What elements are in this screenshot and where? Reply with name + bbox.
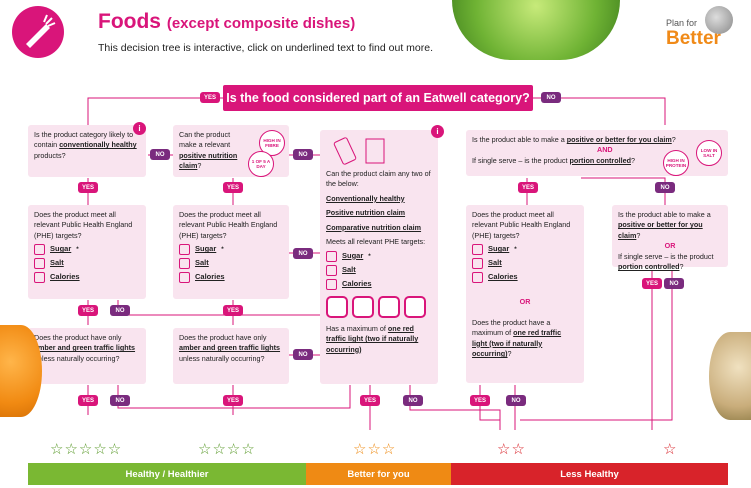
col2-phe-question: Does the product meet all relevant Publi… <box>173 205 289 299</box>
col1-traffic-question: Does the product have only amber and gre… <box>28 328 146 384</box>
portion-controlled-link[interactable]: portion controlled <box>618 262 680 272</box>
col4-claim-question: Is the product able to make a positive o… <box>466 130 728 176</box>
col4-phe-panel: Does the product meet all relevant Publi… <box>466 205 584 383</box>
no-label: NO <box>110 305 130 316</box>
snack-bar-icon <box>326 135 432 169</box>
traffic-light-icon <box>326 295 432 318</box>
no-label: NO <box>293 349 313 360</box>
calories-icon <box>472 272 483 284</box>
portion-controlled-link[interactable]: portion controlled <box>569 155 631 165</box>
yes-label: YES <box>78 305 98 316</box>
positive-better-link[interactable]: positive or better for you claim <box>618 220 703 240</box>
eatwell-question[interactable]: Is the food considered part of an Eatwel… <box>223 85 533 111</box>
page-subtitle: This decision tree is interactive, click… <box>98 42 433 54</box>
conventionally-healthy-link[interactable]: conventionally healthy <box>59 140 137 150</box>
sugar-link[interactable]: Sugar <box>195 244 217 254</box>
positive-nutrition-link[interactable]: positive nutrition claim <box>179 150 238 171</box>
salt-icon <box>326 264 337 276</box>
three-star-rating: ☆☆☆ <box>353 441 397 458</box>
one-star-rating: ☆ <box>663 441 678 458</box>
no-label: NO <box>150 149 170 160</box>
calories-icon <box>34 272 45 284</box>
yes-label: YES <box>78 182 98 193</box>
yes-label: YES <box>223 305 243 316</box>
high-protein-badge: HIGH IN PROTEIN <box>663 150 689 176</box>
salt-icon <box>472 258 483 270</box>
carrot-icon <box>12 6 64 58</box>
globe-icon <box>705 6 733 34</box>
five-a-day-badge: 1 OF 5 A DAY <box>248 151 274 177</box>
col5-claim-question: Is the product able to make a positive o… <box>612 205 728 271</box>
sugar-icon <box>179 244 190 256</box>
sugar-icon <box>472 244 483 256</box>
yes-label: YES <box>360 395 380 406</box>
lettuce-image <box>452 0 620 60</box>
calories-icon <box>326 278 337 290</box>
positive-better-link[interactable]: positive or better for you claim <box>566 135 672 144</box>
col3-two-claims-panel: Can the product claim any two of the bel… <box>320 130 438 384</box>
five-star-rating: ☆☆☆☆☆ <box>50 441 123 458</box>
col2-traffic-question: Does the product have only amber and gre… <box>173 328 289 384</box>
claim-conventionally-healthy[interactable]: Conventionally healthy <box>326 193 405 203</box>
info-icon[interactable]: i <box>431 125 444 138</box>
amber-green-link[interactable]: amber and green traffic lights <box>179 343 281 353</box>
page-title: Foods (except composite dishes) <box>98 10 356 33</box>
band-better-for-you: Better for you <box>306 463 451 485</box>
sugar-link[interactable]: Sugar <box>488 244 510 254</box>
no-label: NO <box>403 395 423 406</box>
sugar-icon <box>326 250 337 262</box>
salt-link[interactable]: Salt <box>342 264 356 274</box>
orange-image <box>0 325 42 417</box>
yes-label: YES <box>518 182 538 193</box>
salt-icon <box>34 258 45 270</box>
calories-link[interactable]: Calories <box>488 272 518 282</box>
no-label: NO <box>541 92 561 103</box>
salt-link[interactable]: Salt <box>50 258 64 268</box>
claim-positive-nutrition[interactable]: Positive nutrition claim <box>326 208 406 218</box>
calories-link[interactable]: Calories <box>342 278 372 288</box>
band-less-healthy: Less Healthy <box>451 463 728 485</box>
salt-link[interactable]: Salt <box>488 258 502 268</box>
calories-link[interactable]: Calories <box>195 272 225 282</box>
no-label: NO <box>293 149 313 160</box>
yes-label: YES <box>78 395 98 406</box>
yes-label: YES <box>470 395 490 406</box>
calories-icon <box>179 272 190 284</box>
one-red-light-link[interactable]: one red traffic light (two if naturally … <box>472 328 562 359</box>
pistachio-image <box>709 332 751 420</box>
col1-phe-question: Does the product meet all relevant Publi… <box>28 205 146 299</box>
sugar-link[interactable]: Sugar <box>50 244 72 254</box>
salt-icon <box>179 258 190 270</box>
info-icon[interactable]: i <box>133 122 146 135</box>
no-label: NO <box>293 248 313 259</box>
one-red-light-link[interactable]: one red traffic light (two if naturally … <box>326 323 419 354</box>
no-label: NO <box>655 182 675 193</box>
low-salt-badge: LOW IN SALT <box>696 140 722 166</box>
band-healthy: Healthy / Healthier <box>28 463 306 485</box>
calories-link[interactable]: Calories <box>50 272 80 282</box>
salt-link[interactable]: Salt <box>195 258 209 268</box>
four-star-rating: ☆☆☆☆ <box>198 441 256 458</box>
yes-label: YES <box>200 92 220 103</box>
col1-category-question: Is the product category likely to contai… <box>28 125 146 177</box>
yes-label: YES <box>223 182 243 193</box>
two-star-rating: ☆☆ <box>497 441 526 458</box>
amber-green-link[interactable]: amber and green traffic lights <box>34 343 136 353</box>
no-label: NO <box>110 395 130 406</box>
sugar-icon <box>34 244 45 256</box>
yes-label: YES <box>642 278 662 289</box>
no-label: NO <box>506 395 526 406</box>
claim-comparative-nutrition[interactable]: Comparative nutrition claim <box>326 222 422 232</box>
yes-label: YES <box>223 395 243 406</box>
sugar-link[interactable]: Sugar <box>342 250 364 260</box>
brand-logo: Plan for Better <box>666 18 721 49</box>
no-label: NO <box>664 278 684 289</box>
